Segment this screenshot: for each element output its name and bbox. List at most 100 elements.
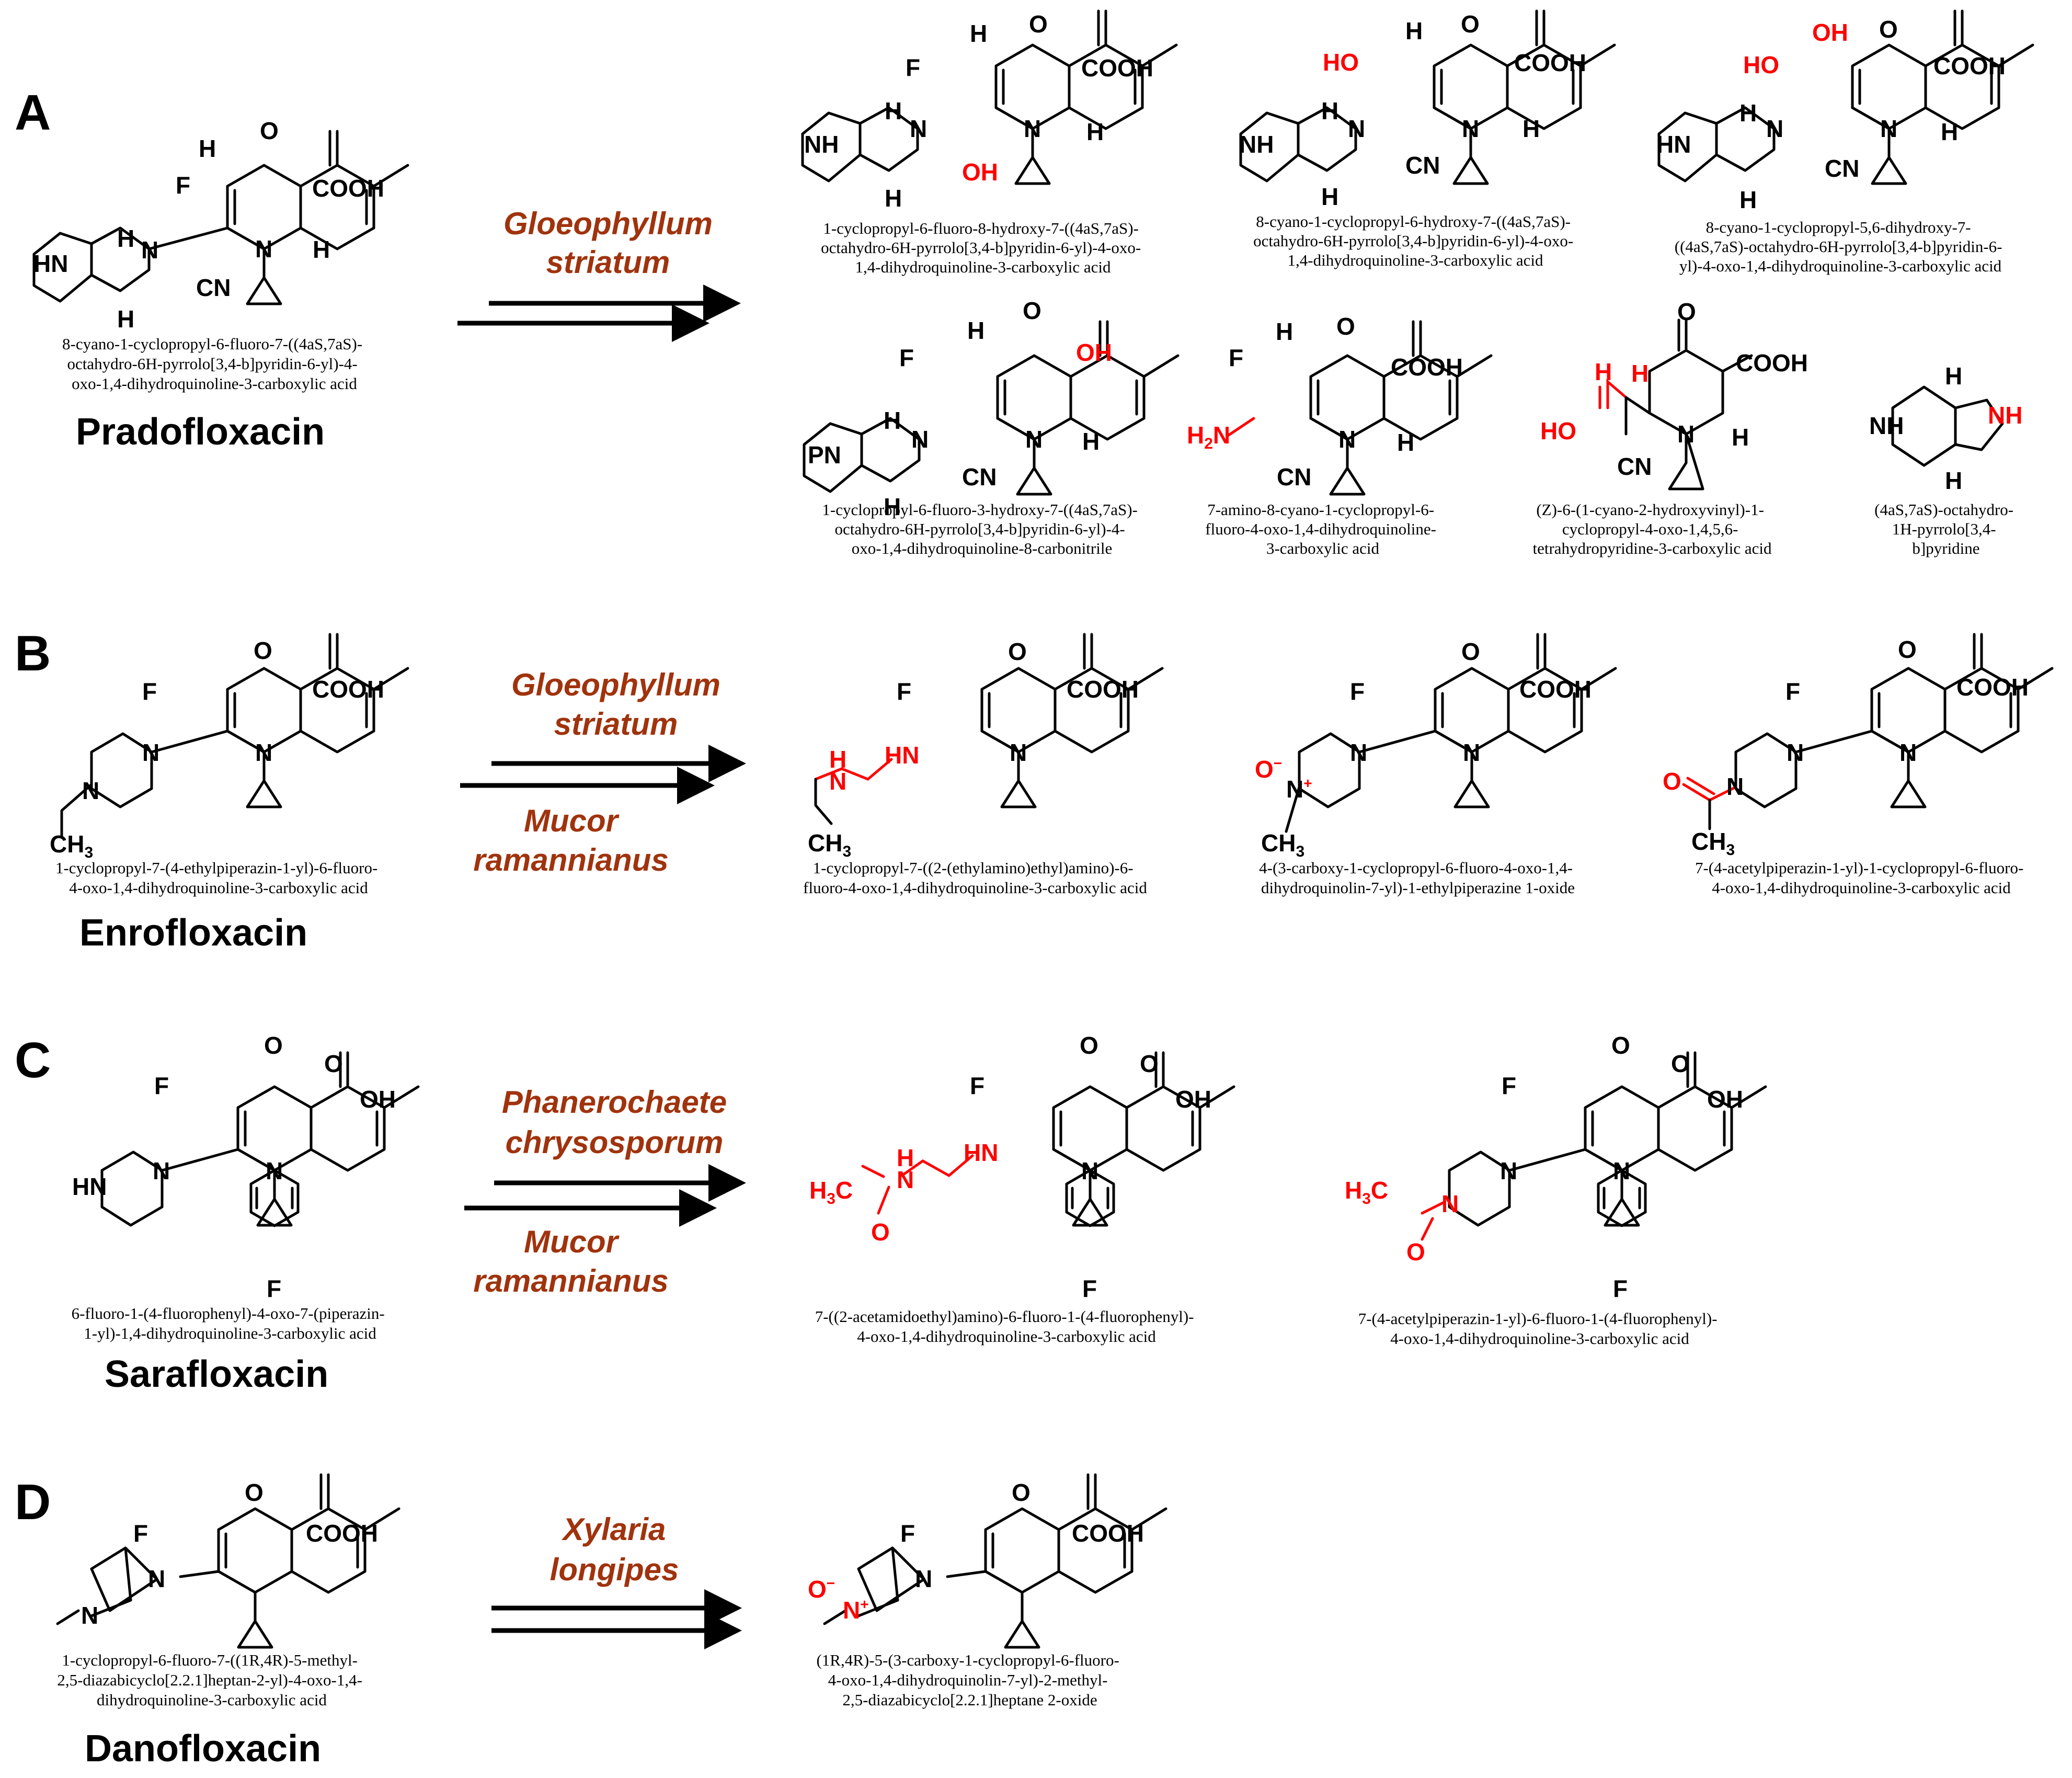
product-b3-structure: N N N O CH3 F O COOH (1663, 634, 2052, 859)
product-c2-structure: N N N H3C O F F O O OH (1345, 1032, 1766, 1302)
product-a5-iupac: 7-amino-8-cyano-1-cyclopropyl-6- fluoro-… (1205, 500, 1440, 557)
sarafloxacin-iupac: 6-fluoro-1-(4-fluorophenyl)-4-oxo-7-(pip… (72, 1304, 389, 1342)
svg-text:F: F (906, 54, 920, 81)
svg-text:OH: OH (1707, 1086, 1743, 1113)
svg-text:F: F (176, 172, 190, 199)
svg-text:N: N (1899, 739, 1917, 766)
svg-text:OH: OH (962, 158, 998, 186)
svg-text:H: H (829, 746, 846, 773)
svg-text:NH: NH (1239, 131, 1274, 158)
svg-text:O: O (264, 1032, 283, 1059)
pradofloxacin-structure: N N HN H H F H O COOH H CN (33, 117, 408, 333)
pradofloxacin-label: Pradofloxacin (76, 411, 325, 453)
svg-text:CH3: CH3 (1261, 829, 1304, 860)
product-a5-structure: N H O COOH F H2N H CN (1187, 313, 1491, 494)
svg-text:N+: N+ (843, 1596, 869, 1624)
svg-text:longipes: longipes (550, 1552, 679, 1587)
svg-text:PN: PN (808, 441, 841, 469)
svg-text:O: O (1080, 1032, 1098, 1059)
product-a4-structure: N N PN H O OH F H CN H H (804, 297, 1178, 520)
svg-text:Phanerochaete: Phanerochaete (502, 1085, 727, 1120)
svg-text:OH: OH (1812, 19, 1848, 46)
svg-text:F: F (142, 678, 157, 705)
svg-text:O: O (1461, 638, 1480, 665)
sarafloxacin-label: Sarafloxacin (105, 1353, 328, 1395)
svg-text:N: N (141, 236, 158, 264)
svg-text:N: N (1726, 773, 1744, 800)
panel-label-a: A (15, 85, 51, 141)
svg-text:H: H (897, 1144, 914, 1171)
svg-text:H: H (885, 185, 902, 212)
svg-text:COOH: COOH (1519, 676, 1592, 703)
product-b1-iupac: 1-cyclopropyl-7-((2-(ethylamino)ethyl)am… (803, 859, 1147, 897)
svg-text:H: H (1405, 17, 1423, 44)
svg-text:O: O (245, 1479, 264, 1506)
svg-text:CN: CN (196, 274, 231, 301)
svg-text:N: N (148, 1565, 165, 1592)
enrofloxacin-label: Enrofloxacin (79, 912, 307, 954)
svg-text:HN: HN (1656, 131, 1691, 158)
svg-text:O: O (1336, 313, 1355, 340)
svg-text:H: H (1321, 183, 1338, 210)
svg-text:HO: HO (1540, 417, 1576, 444)
svg-text:H: H (1397, 429, 1414, 456)
svg-text:ramannianus: ramannianus (473, 842, 668, 877)
svg-text:N: N (82, 777, 99, 804)
enrofloxacin-structure: N N N CH3 F O COOH (50, 634, 408, 861)
svg-text:CN: CN (1405, 152, 1440, 179)
svg-text:COOH: COOH (1956, 674, 2029, 701)
svg-text:OH: OH (360, 1086, 396, 1113)
svg-text:N: N (1500, 1157, 1517, 1184)
svg-text:N+: N+ (1286, 775, 1312, 803)
product-a4-iupac: 1-cyclopropyl-6-fluoro-3-hydroxy-7-((4aS… (822, 500, 1141, 557)
svg-text:N: N (153, 1157, 170, 1184)
svg-text:N: N (1338, 426, 1356, 453)
svg-text:O: O (1663, 768, 1681, 795)
svg-text:N: N (911, 426, 929, 453)
svg-text:O: O (1461, 10, 1480, 38)
svg-text:CN: CN (1825, 155, 1859, 182)
svg-text:Xylaria: Xylaria (562, 1512, 666, 1547)
svg-text:N: N (1441, 1190, 1459, 1217)
svg-text:F: F (1082, 1275, 1097, 1302)
svg-text:O−: O− (808, 1575, 835, 1603)
danofloxacin-label: Danofloxacin (85, 1728, 321, 1770)
svg-text:COOH: COOH (1391, 354, 1463, 381)
svg-text:O: O (324, 1050, 343, 1077)
svg-text:N: N (1462, 115, 1479, 142)
svg-text:H: H (1086, 118, 1104, 145)
svg-text:H: H (1945, 362, 1962, 390)
svg-text:NH: NH (804, 131, 839, 158)
panel-b: B N N N CH3 F O COOH 1-cyclopropyl-7-(4-… (15, 625, 2052, 954)
svg-text:F: F (1229, 344, 1243, 371)
svg-text:F: F (267, 1275, 281, 1302)
svg-text:N: N (1613, 1157, 1630, 1184)
svg-text:COOH: COOH (1736, 349, 1808, 377)
product-a3-structure: N N HN OH O COOH HO H CN H H (1656, 11, 2033, 213)
svg-text:HN: HN (964, 1139, 998, 1166)
svg-text:HO: HO (1323, 49, 1359, 76)
svg-text:H: H (199, 135, 216, 162)
svg-text:COOH: COOH (1933, 52, 2006, 79)
svg-text:N: N (1025, 426, 1043, 453)
svg-text:Mucor: Mucor (524, 803, 620, 838)
svg-text:Gloeophyllum: Gloeophyllum (511, 667, 720, 702)
svg-text:H: H (313, 236, 330, 263)
svg-text:F: F (970, 1072, 985, 1099)
svg-text:H: H (1739, 186, 1757, 213)
svg-text:N: N (1348, 115, 1365, 142)
danofloxacin-structure: N N F O COOH (56, 1475, 399, 1647)
svg-text:O: O (254, 637, 272, 664)
svg-text:Gloeophyllum: Gloeophyllum (503, 206, 713, 241)
svg-text:H: H (117, 225, 134, 252)
svg-text:O: O (1677, 298, 1696, 325)
product-b2-structure: N N O− N+ CH3 F O COOH (1255, 634, 1616, 860)
svg-text:H: H (1321, 97, 1338, 124)
product-b1-structure: N HN H N CH3 F O COOH (808, 634, 1162, 860)
svg-text:H2N: H2N (1187, 421, 1230, 452)
product-a2-structure: N N NH H O COOH HO H CN H H (1239, 10, 1615, 210)
svg-text:COOH: COOH (312, 676, 384, 703)
svg-text:O: O (1879, 16, 1898, 43)
svg-text:N: N (1766, 115, 1783, 142)
svg-text:H: H (1631, 360, 1649, 387)
